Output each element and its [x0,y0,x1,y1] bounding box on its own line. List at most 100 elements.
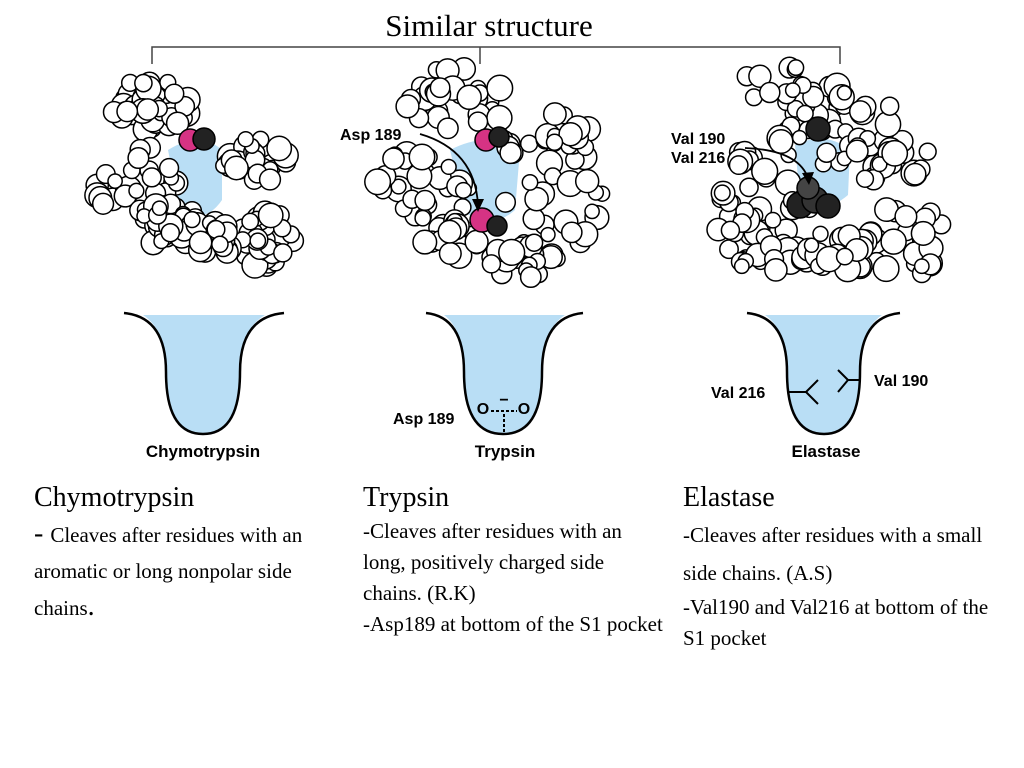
atom-sphere [436,117,459,140]
atom-sphere [454,181,472,199]
chymotrypsin-text: - Cleaves after residues with an aromati… [34,516,339,626]
elastase-description: Elastase -Cleaves after residues with a … [683,480,1003,654]
atom-sphere [903,162,927,186]
atom-sphere [574,168,600,194]
carboxylate-bonds [491,410,517,432]
atom-sphere [764,211,782,229]
chymotrypsin-dark-atom [192,127,216,151]
trypsin-pocket-charge: − [499,392,508,409]
atom-sphere [437,219,462,244]
atom-sphere [524,186,549,212]
elastase-pocket-fill [765,315,882,434]
atom-sphere [835,247,854,266]
atom-sphere [223,155,249,181]
val190-side-chain [837,369,860,393]
atom-sphere [273,243,293,263]
elastase-pocket-schematic: Val 216 Val 190 Elastase [711,311,928,461]
atom-sphere [768,128,794,155]
elastase-cleavage-text: -Cleaves after residues with a small sid… [683,523,983,585]
atom-sphere [521,173,539,191]
atom-sphere [816,142,837,163]
atom-sphere [881,139,909,167]
atom-sphere [498,238,526,267]
similarity-bracket [151,46,841,64]
atom-sphere [158,157,180,179]
chymotrypsin-dash: - [34,518,51,549]
atom-sphere [913,258,930,275]
atom-sphere [918,142,937,161]
atom-sphere [241,212,260,231]
atom-sphere [787,59,805,77]
atom-sphere [855,169,875,188]
atom-sphere [584,203,600,220]
val216-side-chain [788,379,819,405]
atom-sphere [481,254,502,274]
trypsin-pocket-name: Trypsin [475,442,535,461]
atom-sphere [522,207,546,231]
atom-sphere [796,104,814,123]
atom-sphere [440,158,457,176]
atom-sphere [414,189,436,212]
atom-sphere [141,167,162,188]
trypsin-heading: Trypsin [363,482,450,513]
atom-sphere [237,130,254,148]
atom-sphere [764,258,788,282]
atom-sphere [395,94,420,119]
trypsin-pocket-asp189-label: Asp 189 [393,411,454,428]
atom-sphere [116,100,139,123]
atom-sphere [560,221,583,244]
chymotrypsin-cleavage-text: Cleaves after residues with an aromatic … [34,523,303,620]
atom-sphere [206,219,226,239]
atom-sphere [879,96,900,116]
atom-sphere [165,111,190,135]
trypsin-cleavage-text: -Cleaves after residues with an long, po… [363,519,622,605]
atom-sphere [134,73,153,93]
elastase-pocket-val216-label: Val 216 [711,385,765,402]
atom-sphere [464,229,489,254]
elastase-pocket-outline [746,311,901,436]
atom-sphere [739,177,759,198]
trypsin-molecule-model: Asp 189 [340,56,611,289]
elastase-pocket-name: Elastase [792,442,861,461]
atom-sphere [784,82,801,99]
atom-sphere [456,84,482,111]
atom-sphere [382,147,405,171]
elastase-molecule-model: Val 190 Val 216 [671,56,952,284]
trypsin-pocket-schematic: − O O Asp 189 Trypsin [393,311,584,461]
atom-sphere [872,255,900,283]
atom-sphere [848,100,872,123]
atom-sphere [713,184,731,202]
trypsin-pocket-oxygen-right: O [518,401,530,418]
atom-sphere [107,173,123,189]
trypsin-pocket-oxygen-left: O [477,401,489,418]
chymotrypsin-pocket-name: Chymotrypsin [146,442,260,461]
chymotrypsin-s1-pocket-shading [168,140,222,216]
atom-sphere [257,202,284,229]
chymotrypsin-pocket-outline [123,311,285,436]
elastase-val-dark-atom-3 [815,193,841,219]
elastase-top-dark-atom [805,116,831,142]
chymotrypsin-heading: Chymotrypsin [34,482,195,513]
atom-sphere [91,192,115,215]
trypsin-description: Trypsin -Cleaves after residues with an … [363,480,663,640]
diagram-canvas: Asp 189 Val 190 Val 216 Chymotrypsin − O [84,46,952,461]
atom-sphere [127,146,150,170]
atom-sphere [258,168,282,191]
atom-sphere [545,133,564,152]
atom-sphere [266,135,293,162]
val216-model-label: Val 216 [671,150,725,167]
chymotrypsin-pocket-fill [143,315,265,434]
slide-title: Similar structure [385,8,593,43]
trypsin-asp189-dark-atom [486,215,508,237]
trypsin-pocket-outline [425,311,584,436]
chymotrypsin-period: . [87,591,95,622]
trypsin-top-dark-atom [488,126,510,148]
atom-sphere [910,220,936,246]
atom-sphere [136,98,160,121]
asp189-model-label: Asp 189 [340,127,401,144]
atom-sphere [412,229,438,255]
atom-sphere [558,121,583,147]
atom-sphere [467,111,489,132]
atom-sphere [759,81,781,104]
